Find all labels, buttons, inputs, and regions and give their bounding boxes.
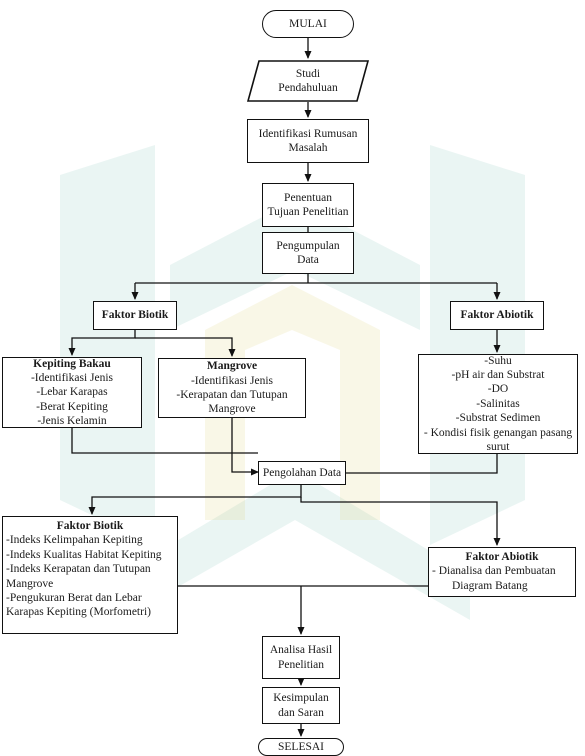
kepiting-item: -Identifikasi Jenis — [30, 371, 114, 384]
abiotik-analysis-node: Faktor Abiotik - Dianalisa dan Pembuatan… — [428, 547, 576, 597]
end-terminal: SELESAI — [258, 738, 344, 756]
kepiting-item: -Berat Kepiting — [36, 400, 108, 413]
biotik-analysis-item: -Indeks Kelimpahan Kepiting — [6, 534, 143, 547]
studi-pendahuluan-node: Studi Pendahuluan — [247, 60, 369, 102]
abiotik-analysis-item: Diagram Batang — [452, 579, 528, 592]
kesimpulan-line-1: Kesimpulan — [273, 692, 329, 705]
kepiting-bakau-node: Kepiting Bakau -Identifikasi Jenis -Leba… — [2, 357, 142, 428]
faktor-abiotik-node: Faktor Abiotik — [450, 301, 544, 330]
abiotik-param: -DO — [487, 383, 509, 396]
analisa-line-2: Penelitian — [278, 658, 324, 671]
kepiting-title: Kepiting Bakau — [33, 357, 111, 370]
penentuan-line-1: Penentuan — [284, 191, 332, 204]
analisa-node: Analisa Hasil Penelitian — [262, 636, 340, 679]
pengumpulan-line-2: Data — [297, 254, 319, 266]
penentuan-node: Penentuan Tujuan Penelitian — [262, 183, 354, 227]
mangrove-item: -Identifikasi Jenis — [190, 374, 274, 387]
studi-line-1: Studi — [295, 67, 321, 80]
pengumpulan-node: Pengumpulan Data — [262, 232, 354, 274]
abiotik-param: surut — [486, 440, 510, 453]
identifikasi-line-2: Masalah — [288, 142, 328, 154]
kesimpulan-line-2: dan Saran — [278, 706, 324, 719]
mangrove-item: Mangrove — [208, 403, 256, 416]
pengumpulan-line-1: Pengumpulan — [276, 239, 340, 252]
biotik-analysis-node: Faktor Biotik -Indeks Kelimpahan Kepitin… — [2, 516, 178, 634]
start-label: MULAI — [289, 17, 327, 30]
identifikasi-line-1: Identifikasi Rumusan — [258, 127, 358, 140]
abiotik-param: -pH air dan Substrat — [451, 369, 545, 382]
studi-line-2: Pendahuluan — [278, 82, 338, 94]
abiotik-analysis-title: Faktor Abiotik — [465, 551, 539, 563]
kesimpulan-node: Kesimpulan dan Saran — [262, 687, 340, 724]
abiotik-param: -Salinitas — [476, 397, 520, 410]
mangrove-title: Mangrove — [206, 360, 258, 373]
biotik-analysis-item: -Indeks Kerapatan dan Tutupan — [6, 563, 151, 576]
biotik-analysis-item: -Pengukuran Berat dan Lebar — [6, 591, 142, 604]
faktor-abiotik-label: Faktor Abiotik — [460, 309, 534, 322]
end-label: SELESAI — [278, 740, 324, 753]
biotik-analysis-title: Faktor Biotik — [56, 520, 124, 532]
pengolahan-label: Pengolahan Data — [262, 466, 342, 479]
biotik-analysis-item: Mangrove — [6, 577, 54, 590]
kepiting-item: -Jenis Kelamin — [37, 415, 107, 428]
faktor-biotik-node: Faktor Biotik — [93, 301, 177, 330]
abiotik-param: - Kondisi fisik genangan pasang — [423, 426, 573, 439]
faktor-biotik-label: Faktor Biotik — [101, 309, 169, 322]
kepiting-item: -Lebar Karapas — [36, 386, 108, 399]
parallelogram-shape — [247, 60, 369, 102]
penentuan-line-2: Tujuan Penelitian — [267, 206, 349, 218]
biotik-analysis-item: -Indeks Kualitas Habitat Kepiting — [6, 548, 162, 561]
abiotik-param: -Suhu — [484, 354, 512, 367]
identifikasi-node: Identifikasi Rumusan Masalah — [247, 119, 369, 163]
mangrove-item: -Kerapatan dan Tutupan — [176, 389, 288, 401]
analisa-line-1: Analisa Hasil — [269, 644, 333, 657]
biotik-analysis-item: Karapas Kepiting (Morfometri) — [6, 606, 151, 619]
abiotik-param: -Substrat Sedimen — [455, 412, 541, 425]
mangrove-node: Mangrove -Identifikasi Jenis -Kerapatan … — [158, 358, 306, 418]
start-terminal: MULAI — [262, 10, 354, 38]
abiotik-parameters-node: -Suhu -pH air dan Substrat -DO -Salinita… — [418, 354, 578, 454]
pengolahan-data-node: Pengolahan Data — [258, 461, 346, 485]
abiotik-analysis-item: - Dianalisa dan Pembuatan — [432, 565, 556, 578]
